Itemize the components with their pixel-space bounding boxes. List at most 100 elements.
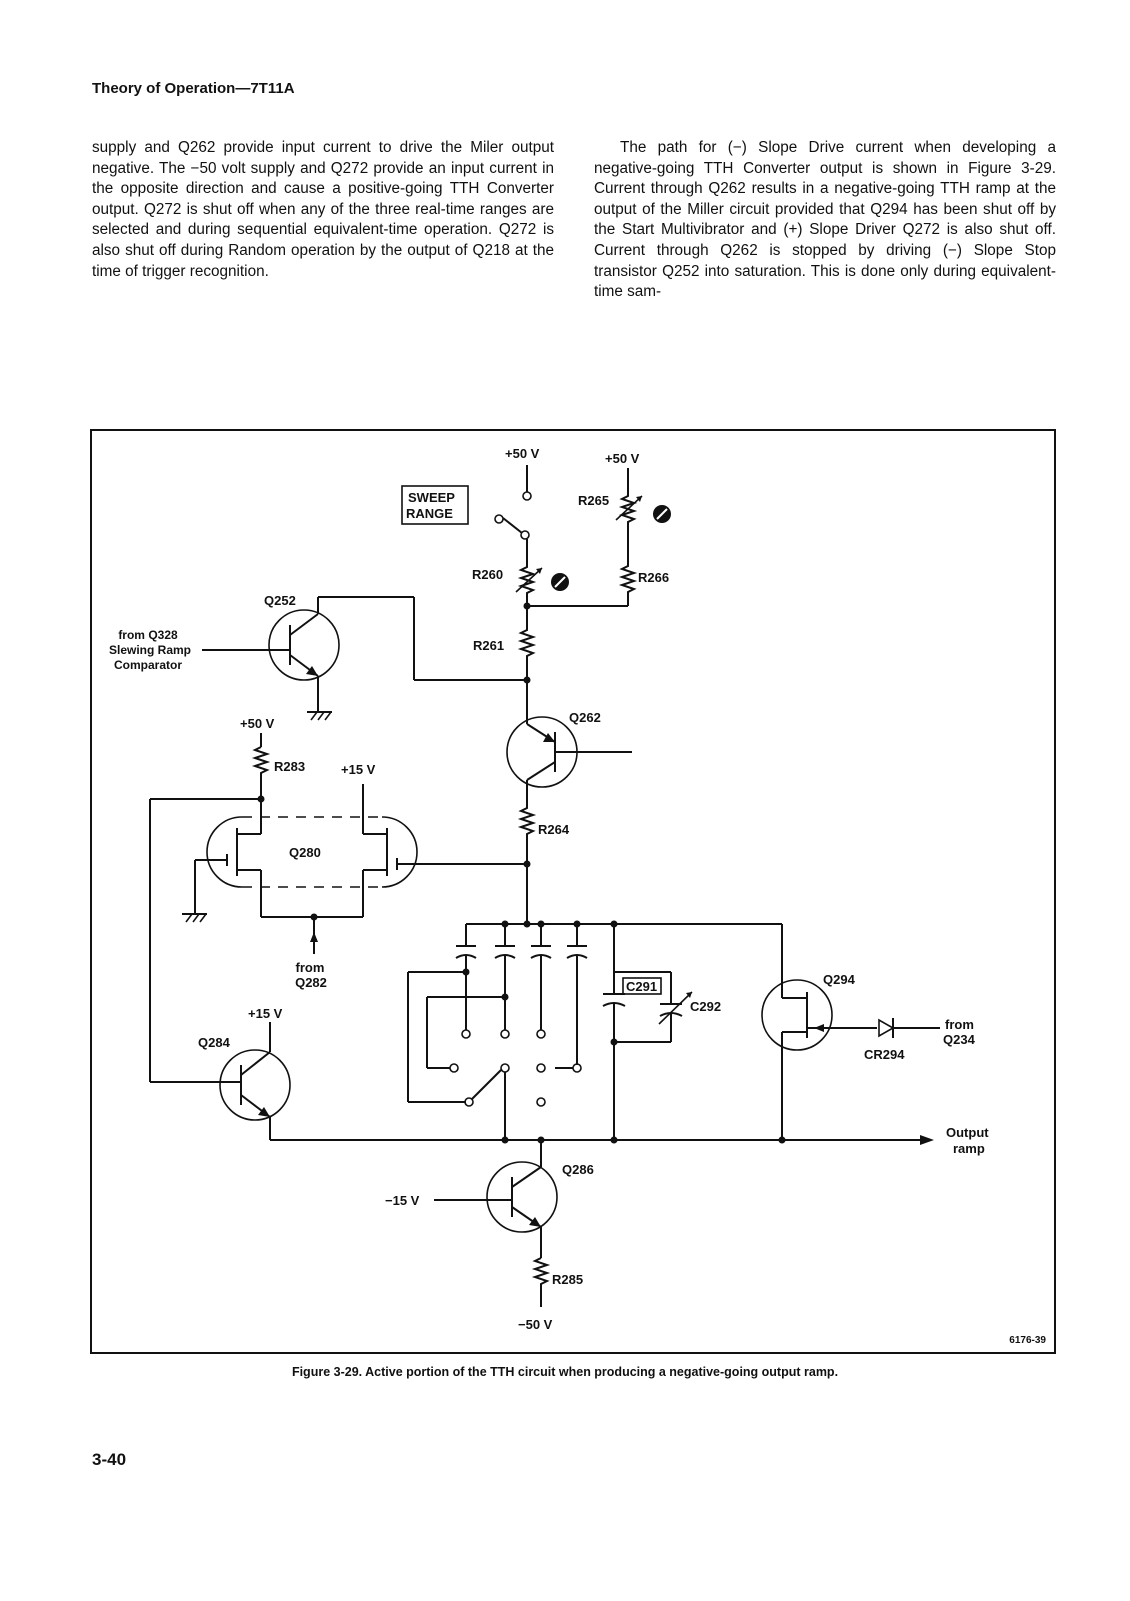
resistor-r260 <box>517 562 537 606</box>
variable-arrowhead <box>536 568 542 574</box>
label-c291: C291 <box>626 979 657 994</box>
switch-contact <box>536 1097 546 1107</box>
label-sweep: SWEEP <box>408 490 455 505</box>
label-q294: Q294 <box>823 972 856 987</box>
q280-left-envelope <box>206 816 243 888</box>
switch-contact <box>500 1063 510 1073</box>
q262-collector <box>526 761 556 781</box>
switch-contact <box>520 530 530 540</box>
figure-code: 6176-39 <box>1009 1335 1046 1346</box>
label-range: RANGE <box>406 506 453 521</box>
label-minus50: −50 V <box>518 1317 553 1332</box>
label-comparator: Comparator <box>114 658 182 672</box>
label-from-q282-b: Q282 <box>295 975 327 990</box>
diode-cr294 <box>878 1018 895 1038</box>
variable-arrow <box>615 495 643 521</box>
switch-contact <box>494 514 504 524</box>
label-output: Output <box>946 1125 989 1140</box>
sweep-range-box <box>401 485 469 525</box>
label-ramp: ramp <box>953 1141 985 1156</box>
ground-hatch <box>185 913 193 923</box>
right-paragraph: The path for (−) Slope Drive current whe… <box>594 139 1056 301</box>
label-slewing-ramp: Slewing Ramp <box>109 643 191 657</box>
junction <box>501 1136 509 1144</box>
ground-hatch <box>310 711 318 721</box>
label-r260: R260 <box>472 567 503 582</box>
ground-hatch <box>317 711 325 721</box>
label-plus15-b: +15 V <box>248 1006 283 1021</box>
label-minus15: −15 V <box>385 1193 420 1208</box>
label-q286: Q286 <box>562 1162 594 1177</box>
capacitor-2 <box>494 924 516 1039</box>
label-plus50-b: +50 V <box>605 451 640 466</box>
resistor-r266 <box>618 562 638 606</box>
ground-hatch <box>324 711 332 721</box>
capacitor-1 <box>455 924 477 1039</box>
c291-label-box <box>622 977 662 995</box>
label-from-q234-a: from <box>945 1017 974 1032</box>
variable-arrow <box>515 567 543 593</box>
label-from-q328: from Q328 <box>118 628 178 642</box>
q280-right-envelope <box>381 816 418 888</box>
switch-arm <box>471 1069 502 1100</box>
junction <box>610 1038 618 1046</box>
variable-arrowhead <box>686 992 692 998</box>
label-plus50-a: +50 V <box>505 446 540 461</box>
q262-arrow <box>543 733 555 742</box>
page-number: 3-40 <box>92 1450 127 1469</box>
switch-arm <box>502 517 523 534</box>
label-r283: R283 <box>274 759 305 774</box>
label-c292: C292 <box>690 999 721 1014</box>
label-cr294: CR294 <box>864 1047 905 1062</box>
ground-hatch <box>192 913 200 923</box>
switch-contact <box>522 491 532 501</box>
left-paragraph: supply and Q262 provide input current to… <box>92 139 554 280</box>
adjust-slot <box>554 576 566 588</box>
label-q252: Q252 <box>264 593 296 608</box>
label-r285: R285 <box>552 1272 583 1287</box>
circuit-figure: +50 V +50 V SWEEP RANGE R260 R265 R266 <box>90 429 1056 1354</box>
capacitor-3 <box>530 924 552 1039</box>
transistor-q284 <box>219 1049 291 1121</box>
q284-collector <box>240 1051 271 1076</box>
resistor-r285 <box>531 1257 551 1307</box>
switch-contact <box>464 1097 474 1107</box>
output-arrow-icon <box>920 1135 934 1145</box>
left-text-column: supply and Q262 provide input current to… <box>92 138 554 282</box>
figure-caption: Figure 3-29. Active portion of the TTH c… <box>291 1365 839 1379</box>
q294-gate-arrow <box>814 1024 824 1032</box>
q286-arrow <box>529 1217 541 1227</box>
schematic-diagram: +50 V +50 V SWEEP RANGE R260 R265 R266 <box>109 446 989 1332</box>
label-q284: Q284 <box>198 1035 231 1050</box>
label-q262: Q262 <box>569 710 601 725</box>
junction <box>610 1136 618 1144</box>
label-r266: R266 <box>638 570 669 585</box>
switch-contact <box>536 1063 546 1073</box>
transistor-q286 <box>486 1161 558 1233</box>
label-from-q234-b: Q234 <box>943 1032 976 1047</box>
label-plus50-c: +50 V <box>240 716 275 731</box>
resistor-r264 <box>517 780 537 864</box>
junction <box>778 1136 786 1144</box>
label-plus15-a: +15 V <box>341 762 376 777</box>
right-text-column: The path for (−) Slope Drive current whe… <box>594 138 1056 303</box>
label-r261: R261 <box>473 638 504 653</box>
q252-arrow <box>306 666 318 676</box>
label-from-q282-a: from <box>296 960 325 975</box>
running-header: Theory of Operation—7T11A <box>92 80 295 97</box>
transistor-q294 <box>761 979 833 1051</box>
variable-arrowhead <box>636 496 642 502</box>
resistor-r283 <box>251 746 271 799</box>
resistor-r261 <box>517 606 537 680</box>
label-r265: R265 <box>578 493 609 508</box>
variable-arrow <box>658 991 693 1025</box>
arrow-up-icon <box>310 932 318 942</box>
q286-collector <box>511 1166 542 1188</box>
transistor-q252 <box>268 609 340 681</box>
ground-hatch <box>199 913 207 923</box>
switch-contact <box>449 1063 459 1073</box>
label-q280: Q280 <box>289 845 321 860</box>
junction <box>523 920 531 928</box>
q252-collector <box>289 613 319 636</box>
label-r264: R264 <box>538 822 570 837</box>
